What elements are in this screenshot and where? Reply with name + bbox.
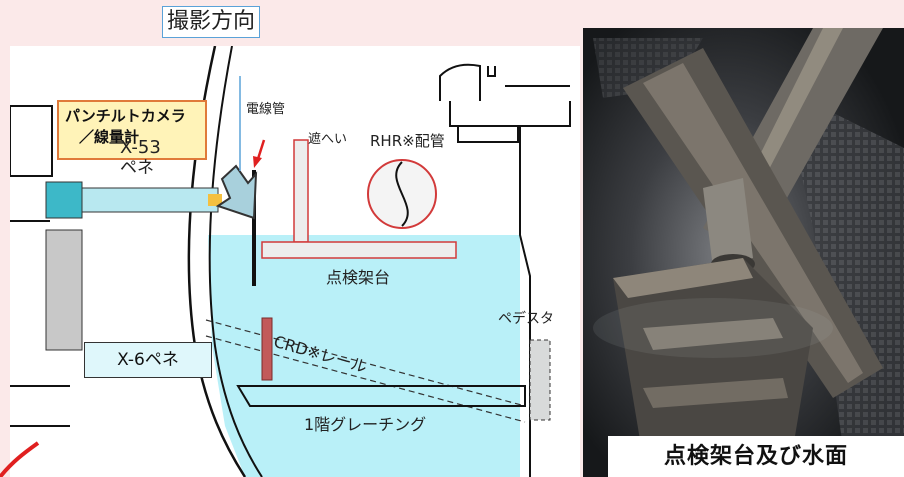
upper-pipework — [439, 63, 571, 127]
photo-platform-box — [613, 258, 813, 458]
x6-pene-box: X-6ペネ — [84, 342, 212, 378]
grating-1f-bar — [236, 385, 526, 407]
cable-pipe-arrow — [253, 156, 262, 168]
photo-caption: 点検架台及び水面 — [608, 436, 904, 477]
x53-label: X-53 ペネ — [120, 137, 161, 179]
left-gray-block — [45, 229, 83, 351]
inspection-platform-label: 点検架台 — [326, 268, 391, 287]
shield-block — [293, 139, 309, 243]
pedestal-gray-block — [529, 339, 551, 421]
crd-block — [261, 317, 273, 381]
schematic-diagram: パンチルトカメラ ／線量計 X-53 ペネ 電線管 遮へい RHR※配管 点検架… — [10, 46, 580, 477]
shield-label: 遮へい — [308, 132, 348, 147]
left-structure-upper — [10, 105, 53, 177]
x53-pen-pipe — [81, 187, 219, 213]
x53-label-line1: X-53 — [120, 137, 161, 158]
underwater-photo — [583, 28, 904, 477]
inspection-platform-bar — [261, 241, 457, 259]
x53-label-line2: ペネ — [120, 158, 154, 178]
red-curve-arrow — [0, 441, 40, 477]
water-region — [208, 235, 520, 477]
rhr-pipe-label: RHR※配管 — [370, 132, 445, 150]
shooting-direction-label: 撮影方向 — [162, 6, 261, 38]
schematic-drawing — [10, 46, 571, 477]
photo-pipe-vertical — [703, 178, 753, 268]
camera-label-line1: パンチルトカメラ — [65, 107, 186, 125]
x53-pen-tip — [208, 194, 222, 206]
x53-pen-flange — [45, 181, 83, 219]
photo-illustration — [583, 28, 904, 477]
containment-wall-inner — [208, 46, 263, 477]
camera-label-line2: ／線量計 — [79, 128, 140, 146]
shooting-direction-arrow — [215, 164, 258, 220]
grating-1f-label: 1階グレーチング — [304, 415, 427, 434]
cable-pipe-label: 電線管 — [246, 102, 286, 117]
pedestal-wall — [519, 126, 531, 477]
pedestal-label: ペデスタ — [498, 311, 554, 327]
upper-pipe-right — [457, 125, 519, 143]
camera-label-box: パンチルトカメラ ／線量計 — [57, 100, 207, 160]
